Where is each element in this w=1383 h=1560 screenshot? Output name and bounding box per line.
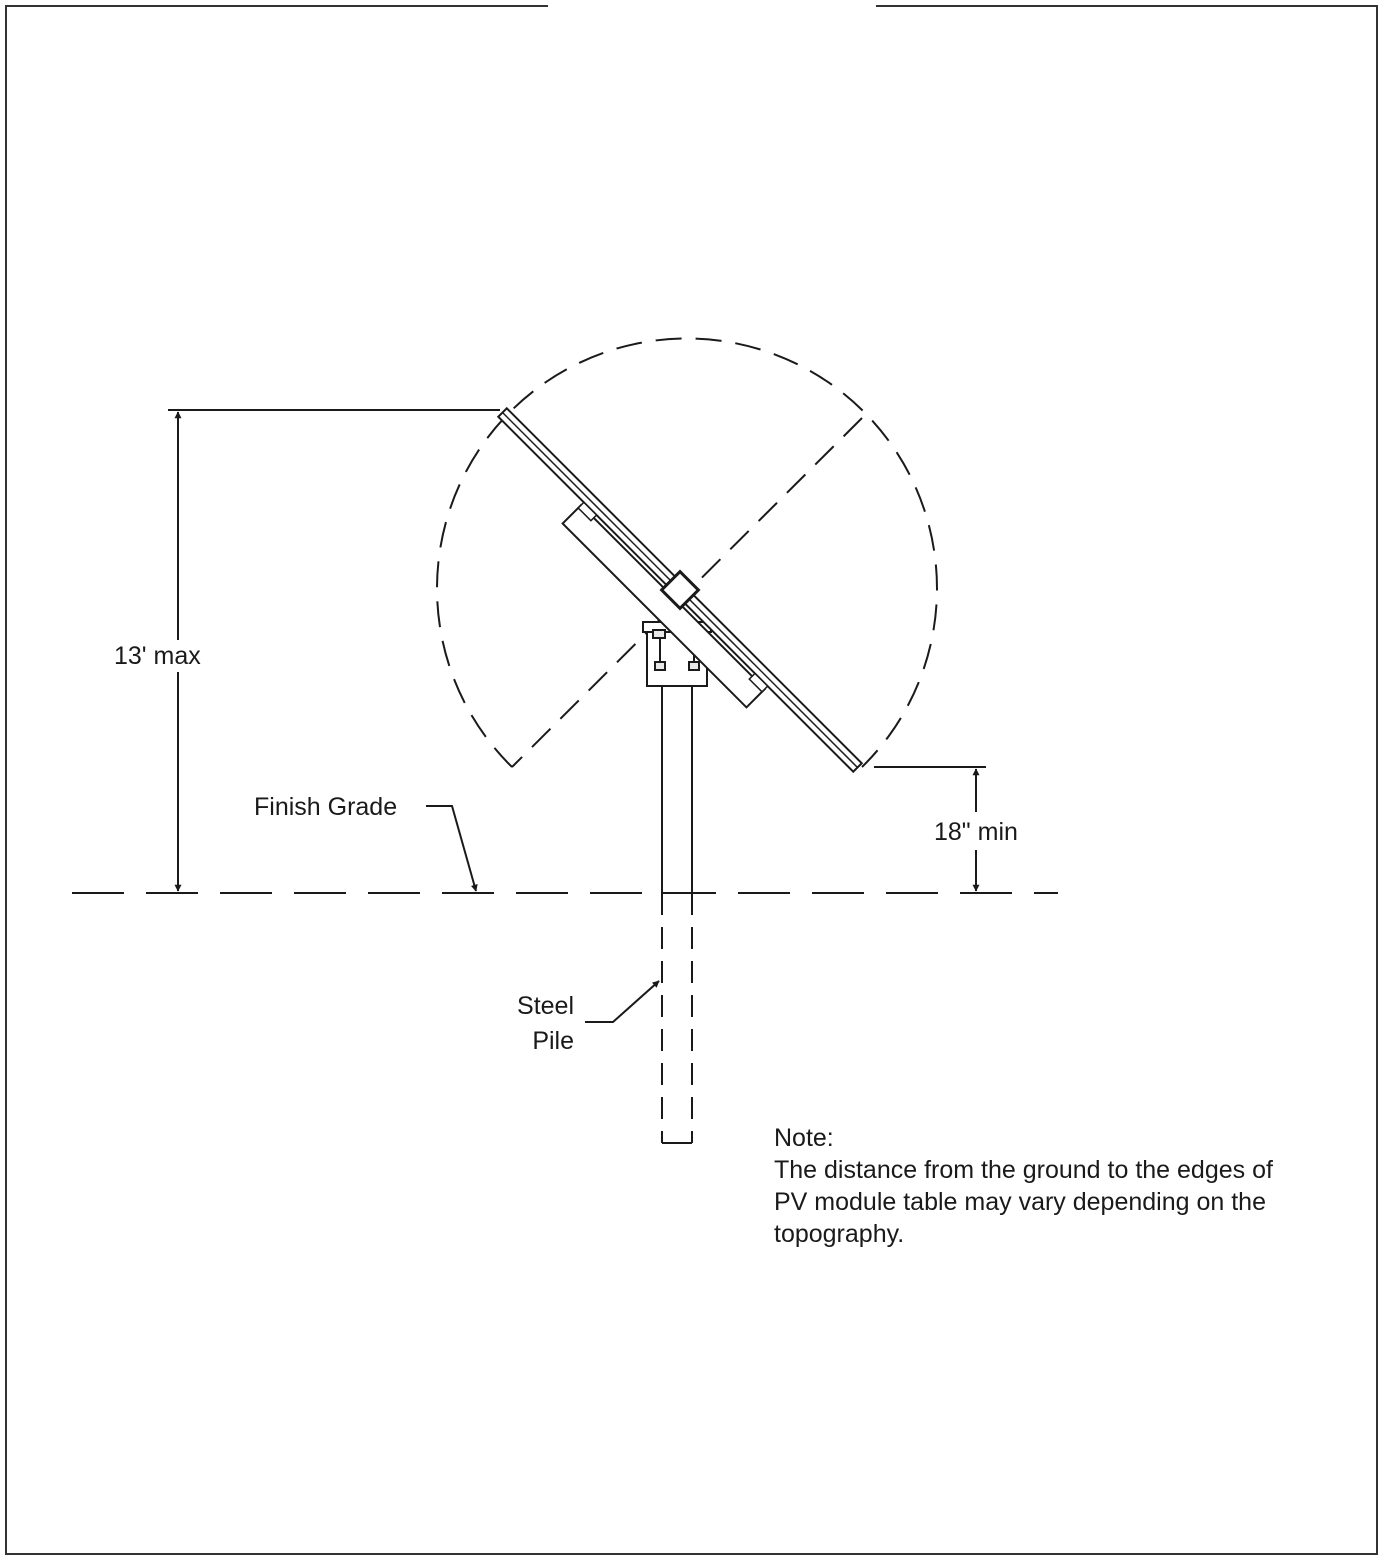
- sheet-border: [5, 5, 1378, 1555]
- height-max-label: 13' max: [114, 642, 201, 670]
- steel-pile-embedded: [661, 893, 693, 1144]
- note-heading: Note:: [774, 1124, 834, 1152]
- clearance-min-label: 18" min: [934, 818, 1018, 846]
- rail-clamp-left: [577, 501, 598, 522]
- module-table-assembly: [496, 406, 864, 774]
- note-line: The distance from the ground to the edge…: [774, 1156, 1273, 1184]
- finish-grade-label: Finish Grade: [254, 793, 397, 821]
- note-line: topography.: [774, 1220, 905, 1248]
- torque-tube: [659, 569, 701, 611]
- steel-pile-leader: [585, 980, 660, 1023]
- note-block: Note: The distance from the ground to th…: [774, 1122, 1364, 1250]
- finish-grade-leader: [426, 805, 478, 892]
- clearance-dimension: [874, 766, 986, 892]
- rail-clamp-right: [748, 672, 769, 693]
- height-dimension: [168, 409, 500, 892]
- steel-pile-label-line2: Pile: [532, 1027, 574, 1055]
- steel-pile-label-line1: Steel: [517, 992, 574, 1020]
- note-line: PV module table may vary depending on th…: [774, 1188, 1266, 1216]
